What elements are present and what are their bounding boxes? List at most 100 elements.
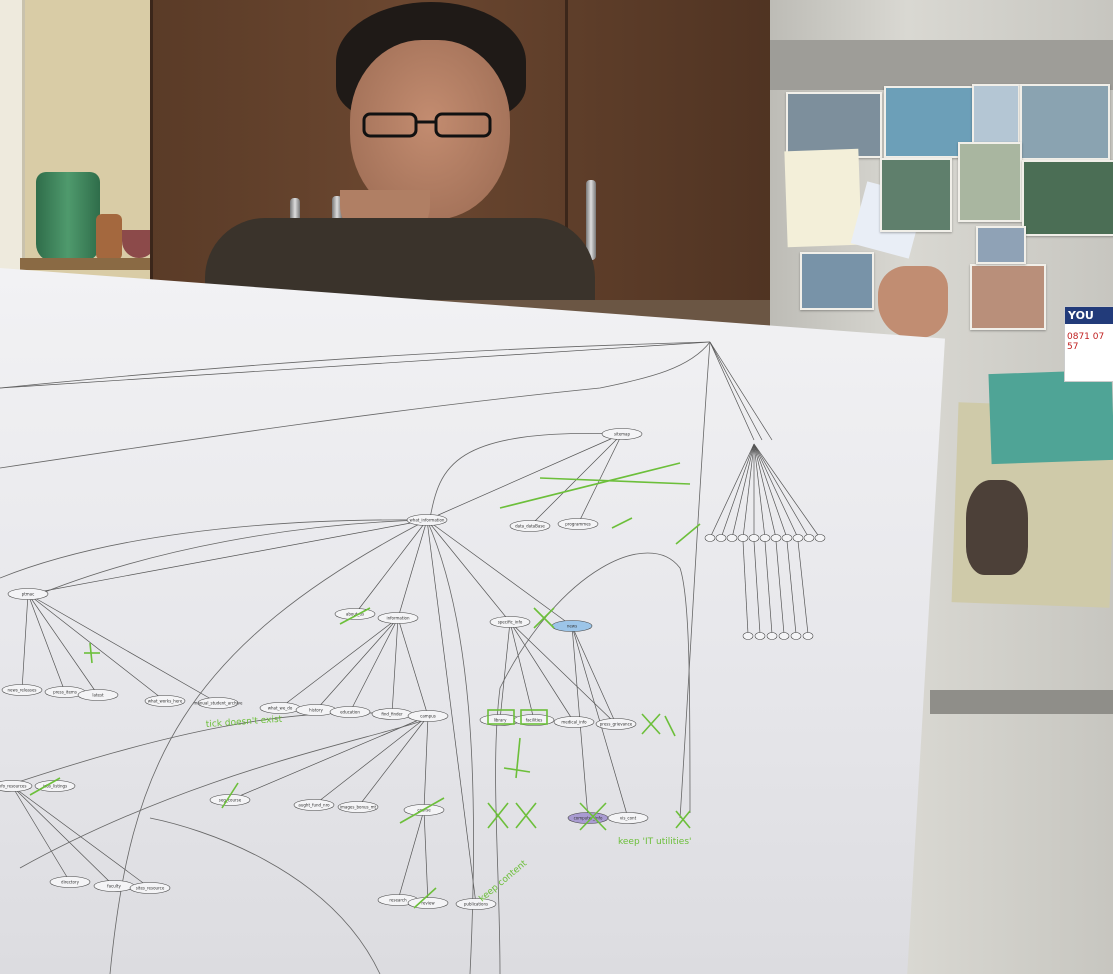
green-notepad [988, 369, 1113, 465]
graph-node-label: ptmac [22, 591, 35, 596]
graph-node-label: medical_info [561, 719, 587, 724]
graph-leaf-node [759, 534, 771, 542]
graph-edge [11, 785, 71, 883]
graph-edge [709, 341, 763, 441]
graph-edge [709, 443, 755, 539]
graph-edge [423, 809, 429, 904]
graph-node: news_releases [1, 684, 43, 696]
graph-edge [709, 341, 755, 441]
graph-node: medical_info [553, 716, 595, 728]
graph-edge [764, 540, 773, 635]
graph-node: what_works_here [144, 695, 186, 707]
note-keep-it-utilities: keep 'IT utilities' [618, 837, 692, 847]
graph-edge [357, 715, 429, 808]
graph-edge [426, 519, 511, 623]
graph-node-label: library [494, 717, 508, 722]
graph-node-label: research [389, 897, 407, 902]
fridge-photo [1022, 160, 1113, 236]
graph-node-label: history [309, 707, 323, 712]
graph-leaf-node [754, 632, 766, 640]
graph-node: jobs_listings [34, 780, 76, 792]
graph-edge [709, 341, 773, 441]
graph-node-label: publications [464, 901, 488, 906]
graph-node-label: sitemap [614, 431, 631, 436]
graph-leaf-node [726, 534, 738, 542]
graph-edge [571, 625, 617, 725]
graph-node-label: directory [61, 879, 80, 884]
graph-node-label: education [340, 709, 360, 714]
graph-edge [397, 519, 428, 619]
graph-edge [354, 519, 428, 615]
graph-node: ptmac [7, 588, 49, 600]
cabinet-door-gap [565, 0, 568, 300]
graph-edge [509, 621, 575, 723]
graph-node: what_information [406, 514, 448, 526]
graph-edge [11, 785, 115, 887]
graph-edge [577, 433, 623, 525]
graph-edge [27, 593, 219, 704]
graph-edge [786, 540, 797, 635]
graph-node: directory [49, 876, 91, 888]
graph-node-label: facilities [526, 717, 543, 722]
graph-node: manual_student_archive [194, 697, 243, 709]
glasses-icon [362, 112, 492, 138]
graph-node: latest [77, 689, 119, 701]
graph-edge [391, 617, 399, 715]
graph-node: press_grievance [595, 718, 637, 730]
graph-leaf-node [781, 534, 793, 542]
graph-node: vis_cont [607, 812, 649, 824]
graph-node-label: images_bonus_mt [340, 804, 377, 809]
graph-node: find_finder [371, 708, 413, 720]
graph-edge [753, 540, 761, 635]
fridge-photo [880, 158, 952, 232]
dark-shirt [205, 218, 595, 300]
fridge-note [784, 148, 862, 248]
graph-edge [797, 540, 809, 635]
graph-leaf-node [802, 632, 814, 640]
graph-leaf-node [748, 534, 760, 542]
graph-node: campus [407, 710, 449, 722]
graph-edge [731, 443, 755, 539]
graph-node-label: sites_resource [136, 885, 165, 890]
graph-leaf-node [737, 534, 749, 542]
fridge-photo [1020, 84, 1110, 160]
graph-node: press_items [44, 686, 86, 698]
graph-node-label: find_finder [381, 711, 403, 716]
graph-leaf-node [792, 534, 804, 542]
graph-node-label: seg_course [219, 797, 242, 802]
graph-edge [509, 621, 535, 721]
graph-edge [499, 621, 511, 721]
graph-edge [775, 540, 785, 635]
graph-node-label: what_works_here [148, 698, 183, 703]
graph-edge [742, 443, 755, 539]
graph-node-label: campus [420, 713, 436, 718]
graph-node-label: about_us [346, 611, 364, 616]
cabinet-handle-mid [332, 196, 342, 224]
cabinet-handle-right [586, 180, 596, 260]
graph-node: sites_resource [129, 882, 171, 894]
graph-node-label: what_we_do [268, 705, 293, 710]
fridge-magnet-card: YOU 0871 07 57 [1064, 306, 1113, 382]
graph-node-label: press_items [53, 689, 77, 694]
graph-node-label: what_information [410, 517, 445, 522]
graph-leaf-node [742, 632, 754, 640]
graph-edge [509, 621, 617, 725]
graph-long-edges [0, 341, 711, 974]
green-annotations [29, 462, 701, 909]
fridge-door-gap [930, 690, 1113, 714]
graph-edge [279, 617, 399, 709]
graph-node-label: jobs_listings [42, 783, 67, 788]
graph-node-label: review [421, 900, 435, 905]
graph-edge [753, 443, 799, 539]
graph-node: education [329, 706, 371, 718]
graph-leaf-node [766, 632, 778, 640]
graph-node-label: vis_cont [620, 815, 637, 820]
graph-leaf-node [778, 632, 790, 640]
graph-node-label: programmes [565, 521, 591, 526]
graph-node: specific_info [489, 616, 531, 628]
graph-node-label: info_resources [0, 783, 26, 788]
cabinet-edge [150, 0, 153, 300]
